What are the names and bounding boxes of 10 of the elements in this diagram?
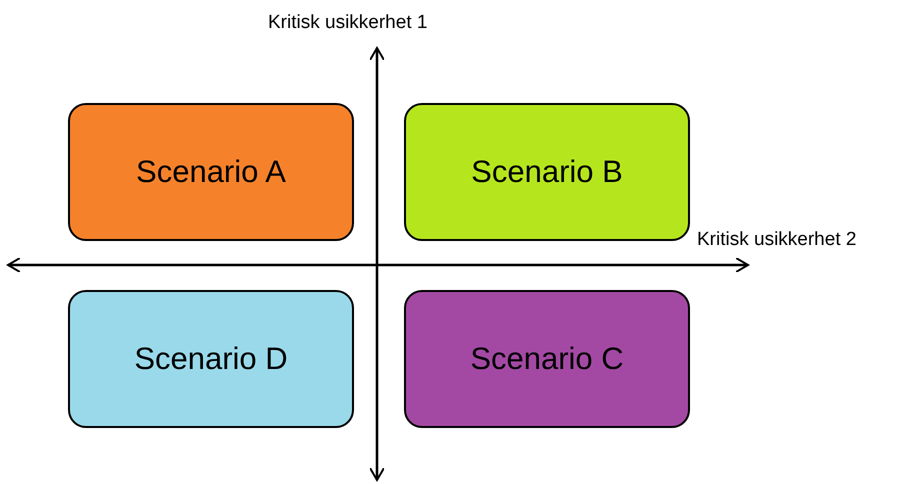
scenario-box (68, 103, 354, 241)
axis-label: Kritisk usikkerhet 2 (697, 229, 856, 251)
scenario-label: Scenario C (470, 341, 624, 377)
axis-label: Kritisk usikkerhet 1 (268, 12, 428, 34)
scenario-label: Scenario D (134, 341, 288, 377)
scenario-box (404, 290, 690, 428)
scenario-box (404, 103, 690, 241)
scenario-label: Scenario B (471, 154, 623, 190)
scenario-label: Scenario A (136, 154, 286, 190)
scenario-box (68, 290, 354, 428)
